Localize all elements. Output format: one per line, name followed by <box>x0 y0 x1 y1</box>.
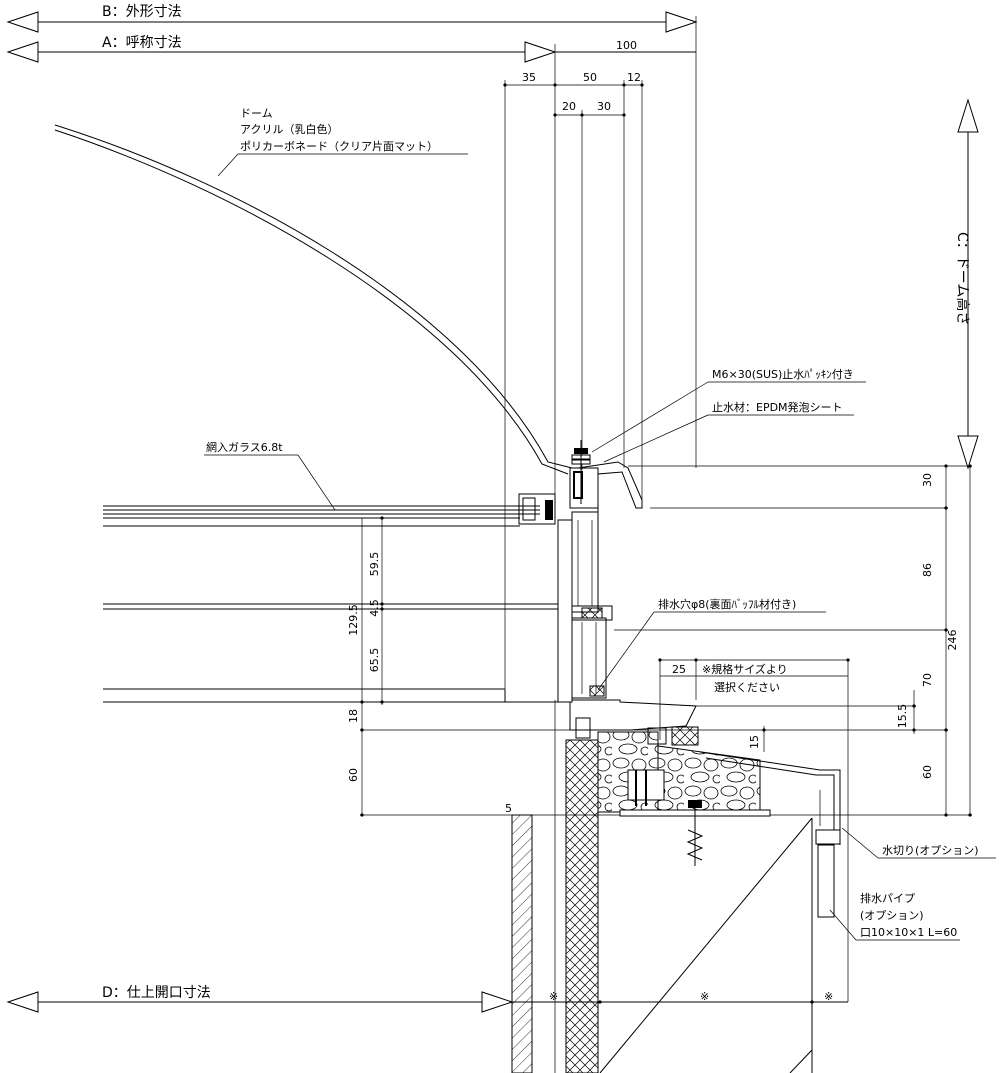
dim-r-86: 86 <box>921 563 934 577</box>
dimension-b: B：外形寸法 <box>6 4 698 33</box>
anchor-icon <box>686 800 704 866</box>
dimension-d: D：仕上開口寸法 ※ ※ ※ <box>6 985 848 1013</box>
pipe-callout: 排水パイプ (オプション) 口10×10×1 L=60 <box>829 891 960 941</box>
dim-25: 25 <box>672 663 686 676</box>
spec-note: 25 ※規格サイズより 選択ください 15 5 <box>505 658 850 1002</box>
dim-r-15-5: 15.5 <box>896 704 909 729</box>
dimension-c: C：ドーム高さ <box>954 98 979 470</box>
dome-label-3: ポリカーボネード（クリア片面マット） <box>240 140 438 153</box>
dim-35: 35 <box>522 71 536 84</box>
dome-shell: ドーム アクリル（乳白色） ポリカーボネード（クリア片面マット） <box>54 107 573 475</box>
dim-l-18: 18 <box>347 709 360 723</box>
spec-label-1: ※規格サイズより <box>702 662 788 676</box>
bolt-callout: M6×30(SUS)止水ﾊﾟｯｷﾝ付き 止水材：EPDM発泡シート <box>591 368 866 463</box>
dim-l-60: 60 <box>347 768 360 782</box>
dim-d-label: D：仕上開口寸法 <box>102 985 211 1001</box>
curb-substrate <box>597 731 841 918</box>
bolt-label: M6×30(SUS)止水ﾊﾟｯｷﾝ付き <box>712 368 854 381</box>
dim-b-label: B：外形寸法 <box>102 4 182 20</box>
dim-12: 12 <box>627 71 641 84</box>
dim-c-label: C：ドーム高さ <box>954 232 971 325</box>
dome-label-1: ドーム <box>240 107 273 120</box>
top-sub-dimensions: 35 50 12 20 30 <box>503 71 644 700</box>
wall-section <box>511 700 813 1073</box>
drain-hole-label: 排水穴φ8(裏面ﾊﾞｯﾌﾙ材付き) <box>658 597 796 611</box>
dim-r-246: 246 <box>946 630 959 651</box>
dim-100: 100 <box>616 39 637 52</box>
left-dimensions: 59.5 4.5 129.5 65.5 18 60 <box>347 516 384 817</box>
note-mark-3: ※ <box>824 990 833 1003</box>
seal-label: 止水材：EPDM発泡シート <box>712 400 843 414</box>
pipe-label-1: 排水パイプ <box>860 891 915 905</box>
dim-l-129-5: 129.5 <box>347 604 360 636</box>
dim-20: 20 <box>562 100 576 113</box>
frame-profile <box>504 440 699 746</box>
dim-5: 5 <box>505 802 512 815</box>
wired-glass: 網入ガラス6.8t <box>103 440 558 703</box>
dim-a-label: A：呼称寸法 <box>102 35 182 51</box>
dim-r-60: 60 <box>921 765 934 779</box>
dim-l-65-5: 65.5 <box>368 648 381 673</box>
dim-l-59-5: 59.5 <box>368 552 381 577</box>
pipe-label-2: (オプション) <box>860 909 924 922</box>
spec-label-2: 選択ください <box>714 680 780 694</box>
dim-r-70: 70 <box>921 673 934 687</box>
dim-l-4-5: 4.5 <box>368 599 381 617</box>
drain-hole-callout: 排水穴φ8(裏面ﾊﾞｯﾌﾙ材付き) <box>597 597 826 691</box>
pipe-label-3: 口10×10×1 L=60 <box>860 926 957 939</box>
dimension-a: A：呼称寸法 100 <box>6 35 696 63</box>
bolt-icon <box>571 440 591 504</box>
note-mark-2: ※ <box>700 990 709 1003</box>
glass-label: 網入ガラス6.8t <box>206 440 283 454</box>
dim-15: 15 <box>748 735 761 749</box>
drip-label: 水切り(オプション) <box>882 844 979 857</box>
note-mark-1: ※ <box>549 990 558 1003</box>
dim-50: 50 <box>583 71 597 84</box>
drip-callout: 水切り(オプション) <box>841 827 996 859</box>
dome-label-2: アクリル（乳白色） <box>240 122 338 136</box>
dim-r-30: 30 <box>921 473 934 487</box>
dim-30: 30 <box>597 100 611 113</box>
